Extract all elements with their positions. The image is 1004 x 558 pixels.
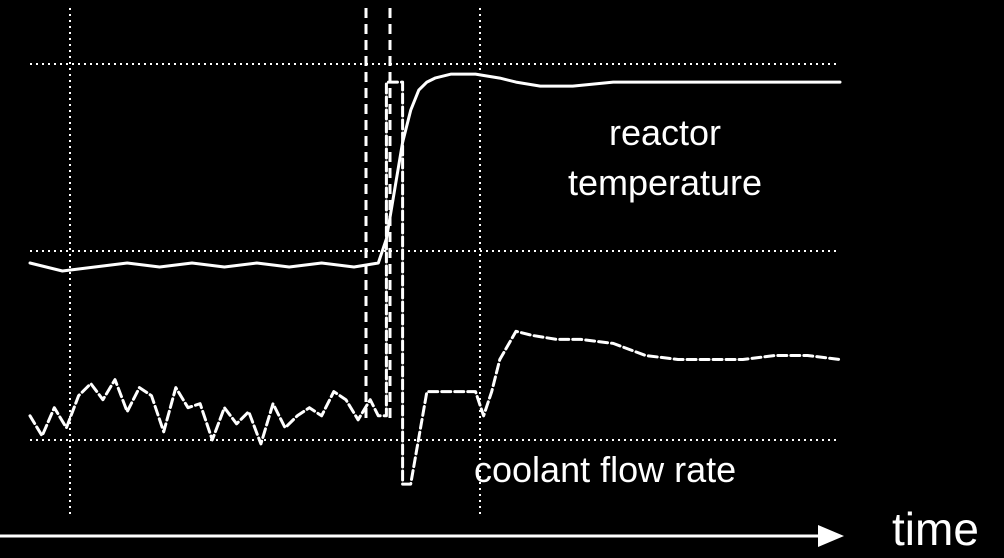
coolant-flow-rate-line (28, 80, 842, 486)
reactor-temperature-line (28, 72, 842, 273)
x-axis-label: time (892, 503, 979, 555)
event-markers (364, 8, 392, 422)
time-axis (0, 525, 844, 547)
grid-lines (30, 8, 840, 518)
reactor-temperature-label-line2: temperature (568, 162, 762, 203)
reactor-temperature-label-line1: reactor (609, 112, 721, 153)
time-axis-arrowhead (818, 525, 844, 547)
coolant-flow-rate-label: coolant flow rate (474, 449, 736, 490)
data-series (28, 72, 842, 486)
